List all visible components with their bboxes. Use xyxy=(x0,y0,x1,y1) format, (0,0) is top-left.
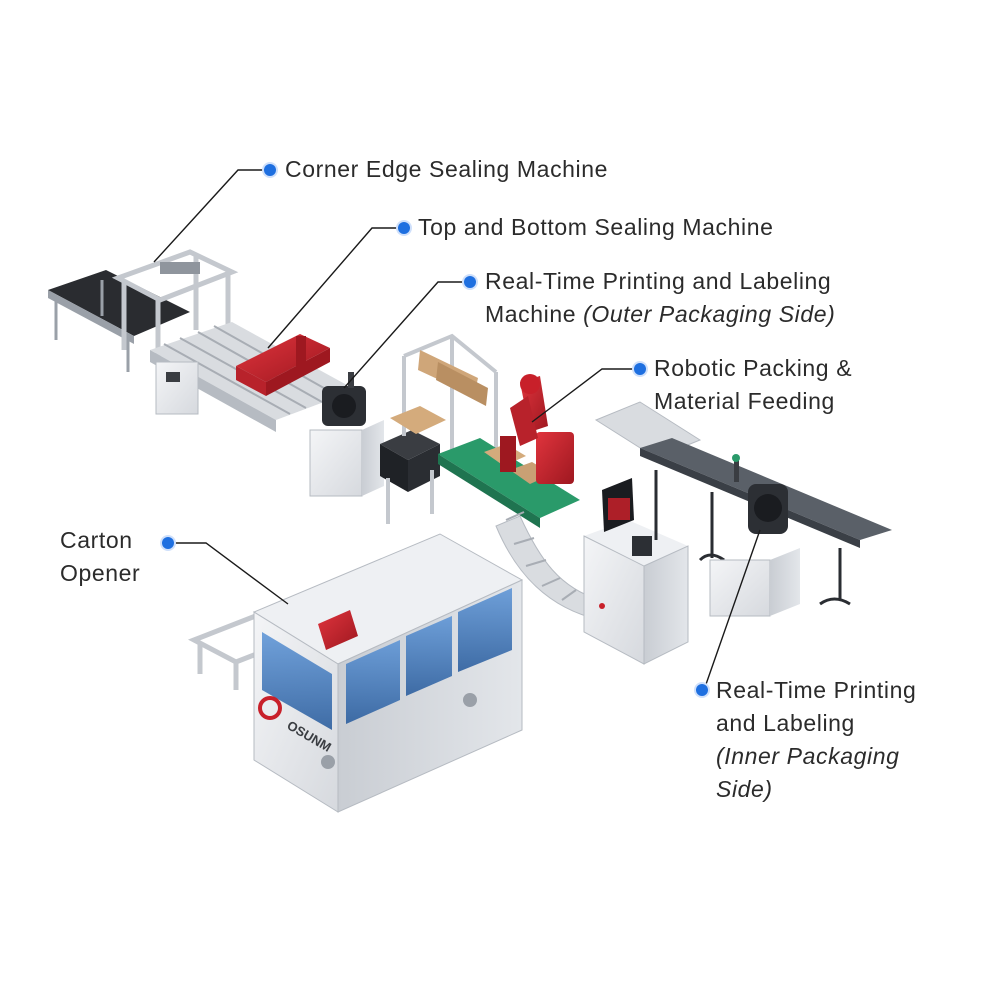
leader-corner-edge xyxy=(153,169,270,263)
leader-robotic xyxy=(531,368,640,423)
label-line: Top and Bottom Sealing Machine xyxy=(418,214,774,240)
label-carton-opener: Carton Opener xyxy=(60,524,140,590)
control-cabinet xyxy=(583,478,689,665)
label-line-italic: (Outer Packaging Side) xyxy=(583,301,836,327)
dot-top-bottom xyxy=(398,222,410,234)
label-outer-printing: Real-Time Printing and Labeling Machine … xyxy=(485,265,835,331)
label-inner-printing: Real-Time Printing and Labeling (Inner P… xyxy=(716,674,916,806)
infeed-belt-table xyxy=(48,270,190,372)
dot-inner-print xyxy=(696,684,708,696)
label-line: Corner Edge Sealing Machine xyxy=(285,156,609,182)
carton-opener-machine: OSUNM xyxy=(187,533,524,813)
top-bottom-sealer xyxy=(236,334,330,396)
label-line: Opener xyxy=(60,560,141,586)
inner-labeling-line xyxy=(594,401,892,617)
dot-outer-print xyxy=(464,276,476,288)
dot-robotic xyxy=(634,363,646,375)
material-feeding-rack xyxy=(390,333,498,452)
label-corner-edge-sealing: Corner Edge Sealing Machine xyxy=(285,153,608,186)
label-line-italic: (Inner Packaging xyxy=(716,743,900,769)
dot-corner-edge xyxy=(264,164,276,176)
label-line-italic: Side) xyxy=(716,776,773,802)
label-line: Real-Time Printing xyxy=(716,677,917,703)
label-robotic-packing: Robotic Packing & Material Feeding xyxy=(654,352,852,418)
leader-top-bottom xyxy=(267,227,404,349)
label-top-bottom-sealing: Top and Bottom Sealing Machine xyxy=(418,211,774,244)
leader-outer-print xyxy=(343,281,470,389)
label-line: Robotic Packing & xyxy=(654,355,853,381)
printer-unit xyxy=(380,430,440,524)
outer-printing-labeling-machine xyxy=(309,372,384,497)
label-line: and Labeling xyxy=(716,710,855,736)
red-robot-arm xyxy=(500,374,574,484)
label-line: Material Feeding xyxy=(654,388,835,414)
label-line: Machine xyxy=(485,301,584,327)
dot-carton xyxy=(162,537,174,549)
label-line: Real-Time Printing and Labeling xyxy=(485,268,832,294)
label-line: Carton xyxy=(60,527,133,553)
leader-carton xyxy=(168,542,289,605)
